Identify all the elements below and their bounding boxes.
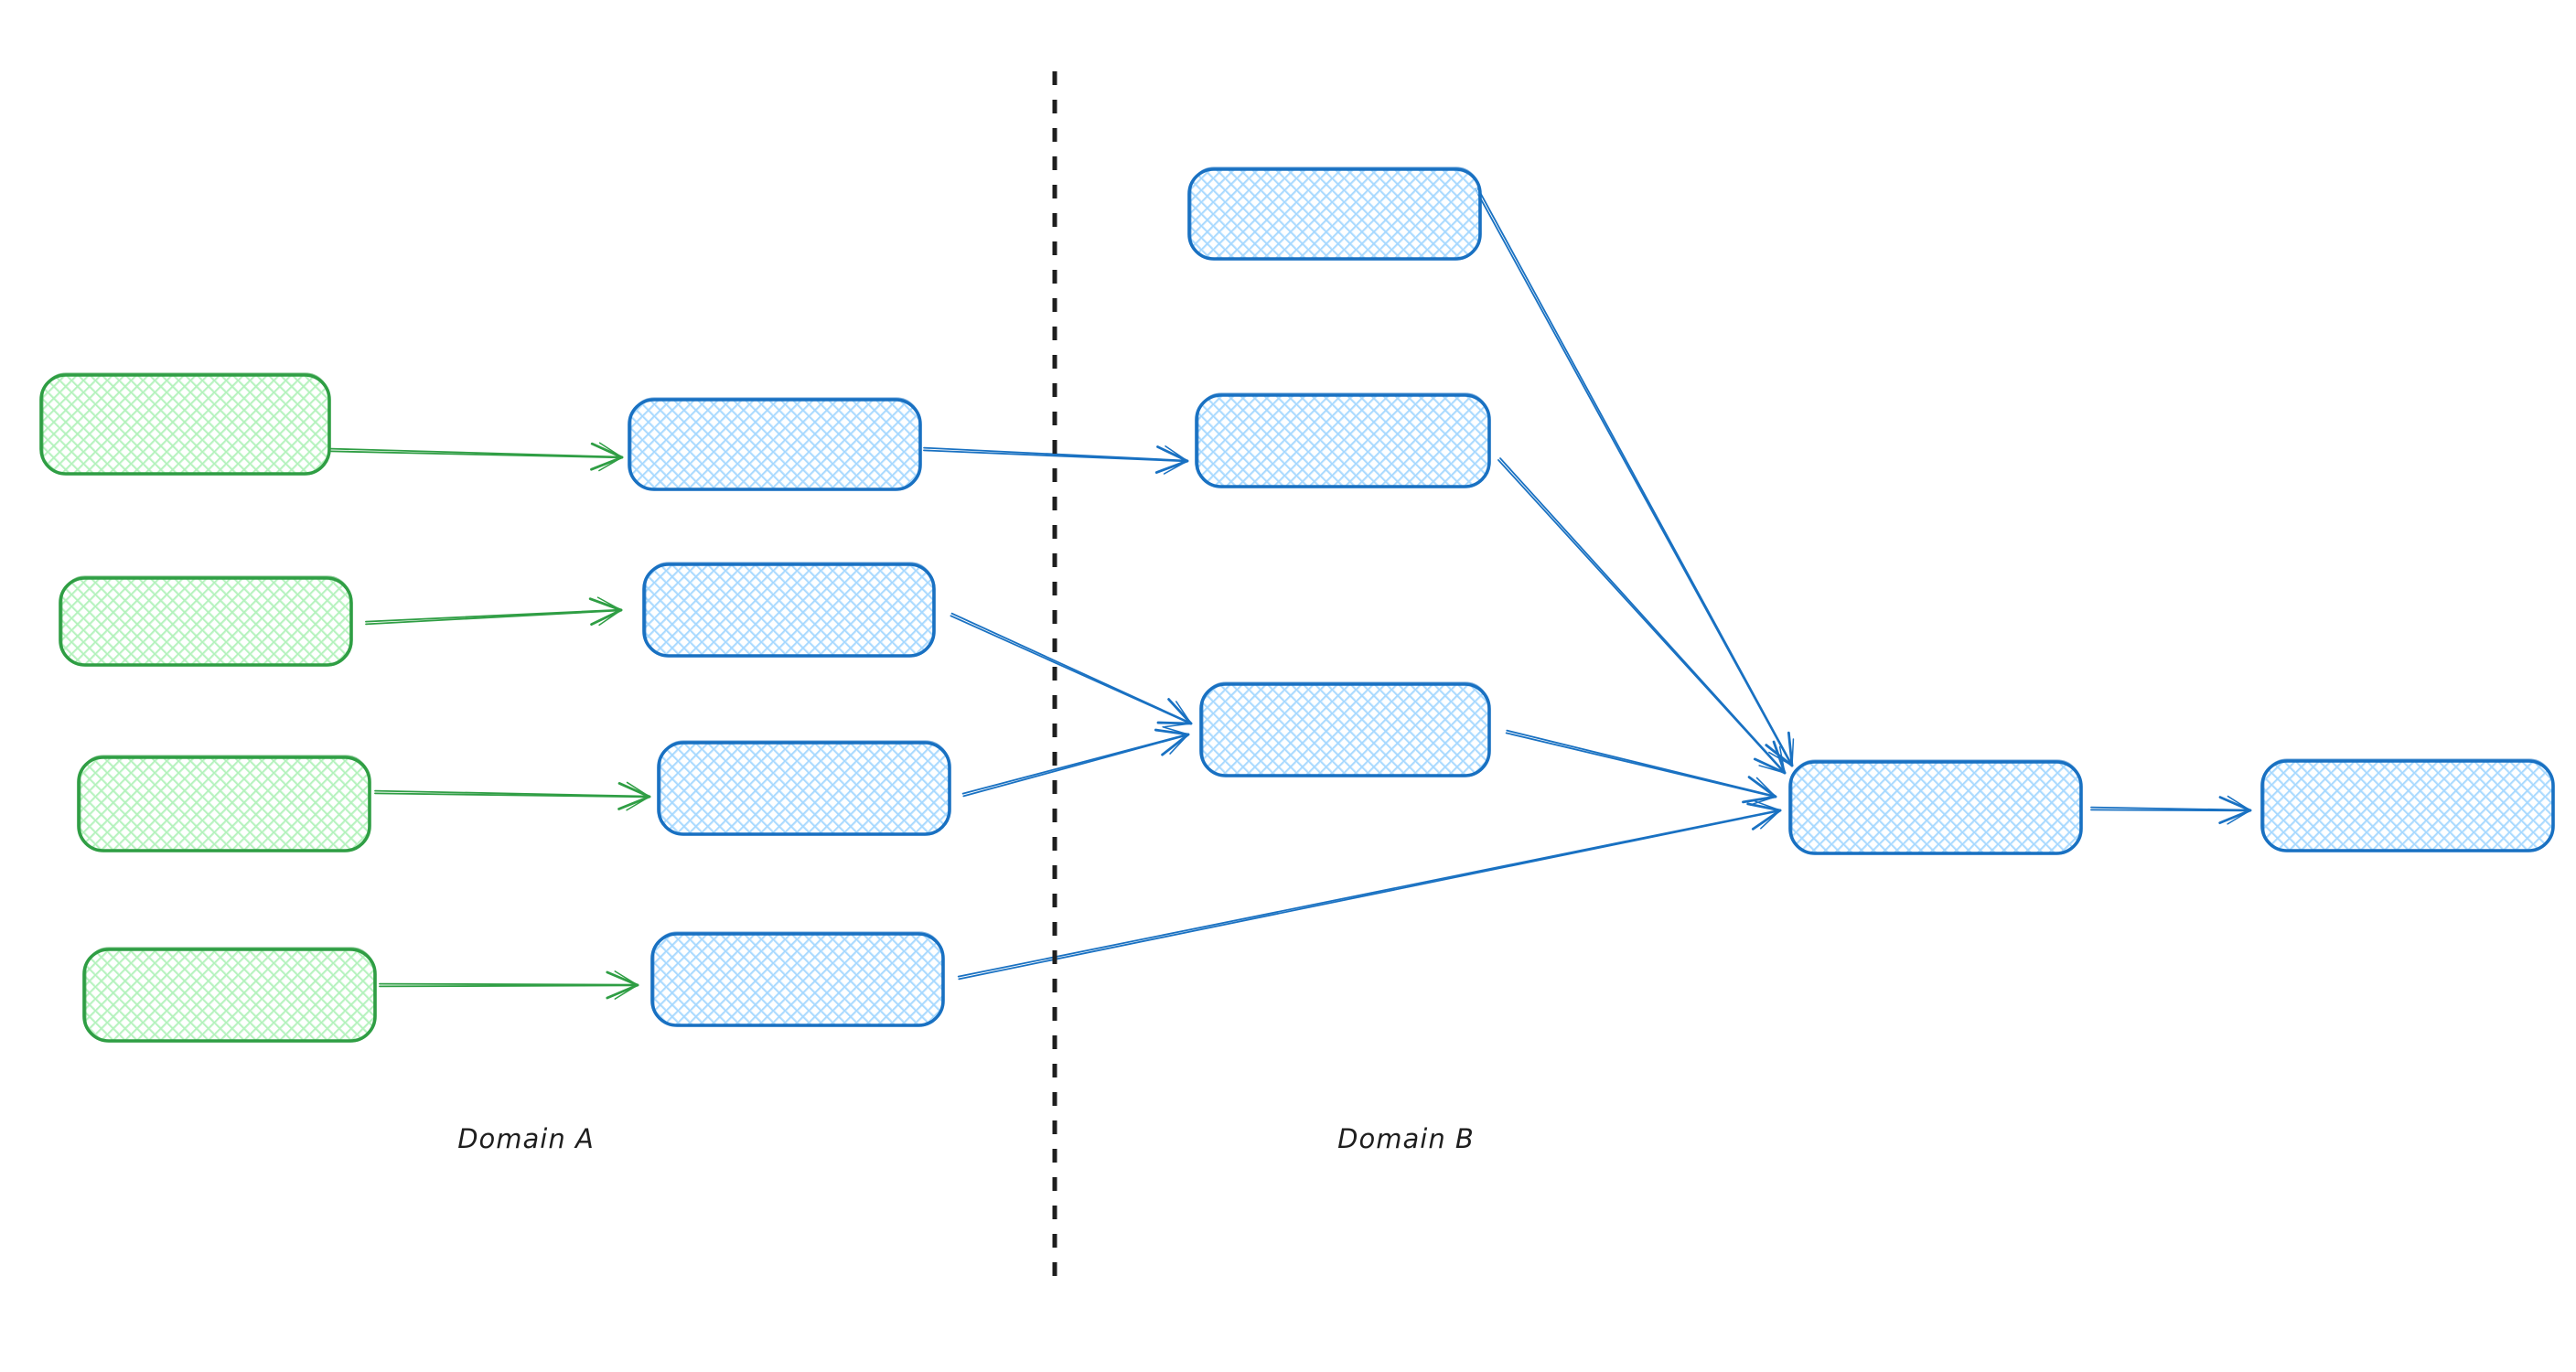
domain-a-green-box-4-sketch-outline: [85, 947, 375, 1043]
arrow-g4-a4[interactable]: [379, 970, 639, 1000]
arrow-a3-b3[interactable]: [961, 726, 1190, 798]
domain-b-blue-box-1[interactable]: [1187, 167, 1482, 261]
domain-a-green-box-4[interactable]: [82, 948, 377, 1043]
arrow-a4-m[interactable]: [957, 800, 1782, 981]
domain-a-green-box-1-sketch-outline: [42, 372, 329, 476]
domain-b-blue-box-3[interactable]: [1199, 682, 1491, 777]
arrow-b3-m[interactable]: [1505, 729, 1777, 806]
domain-a-blue-box-4-sketch-outline: [653, 931, 943, 1027]
arrow-g2-a2[interactable]: [365, 596, 623, 627]
arrow-b2-m[interactable]: [1497, 457, 1787, 775]
domain-a-blue-box-2[interactable]: [642, 563, 936, 658]
domain-b-label[interactable]: Domain B: [1337, 1123, 1475, 1154]
domain-a-blue-box-3-sketch-outline: [660, 740, 950, 836]
domain-a-green-box-2-sketch-outline: [61, 575, 351, 667]
domain-a-label[interactable]: Domain A: [457, 1123, 595, 1154]
arrow-g1-a1[interactable]: [330, 442, 624, 472]
domain-b-merge-box-sketch-outline: [1791, 759, 2081, 855]
arrow-g3-a3[interactable]: [374, 781, 651, 811]
domain-b-merge-box[interactable]: [1788, 760, 2083, 855]
domain-a-green-box-2[interactable]: [59, 576, 353, 667]
domain-a-green-box-3-sketch-outline: [80, 755, 370, 852]
domain-a-green-box-3[interactable]: [77, 756, 371, 852]
domain-a-blue-box-1[interactable]: [628, 398, 922, 491]
domain-a-blue-box-2-sketch-outline: [645, 562, 934, 658]
arrow-a2-b3[interactable]: [950, 612, 1193, 728]
domain-b-blue-box-2[interactable]: [1195, 393, 1491, 488]
domain-b-blue-box-2-sketch-outline: [1197, 392, 1489, 488]
domain-b-output-box-sketch-outline: [2263, 758, 2553, 852]
domain-b-blue-box-1-sketch-outline: [1190, 166, 1480, 261]
domain-a-blue-box-1-sketch-outline: [630, 397, 920, 491]
arrow-m-o[interactable]: [2090, 795, 2252, 825]
domain-b-output-box[interactable]: [2260, 759, 2555, 852]
arrow-a1-b2[interactable]: [923, 445, 1189, 475]
domain-b-blue-box-3-sketch-outline: [1202, 681, 1489, 777]
arrow-b1-m[interactable]: [1474, 187, 1795, 767]
domain-a-blue-box-4[interactable]: [650, 932, 945, 1027]
domain-a-green-box-1[interactable]: [39, 373, 331, 476]
domain-a-blue-box-3[interactable]: [657, 741, 951, 836]
